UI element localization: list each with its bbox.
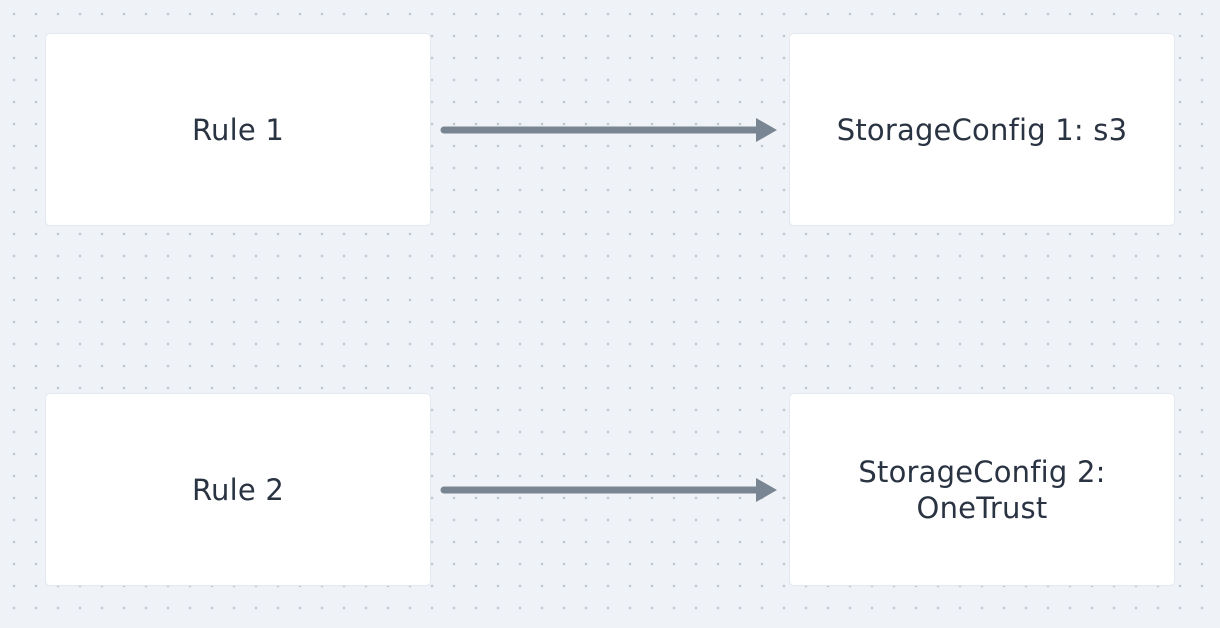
storage-config-2-node[interactable]: StorageConfig 2: OneTrust — [790, 394, 1174, 585]
rule-2-node[interactable]: Rule 2 — [46, 394, 430, 585]
rule-1-label: Rule 1 — [192, 112, 284, 147]
rule-2-label: Rule 2 — [192, 472, 284, 507]
edge-rule-2-to-storage-config-2 — [440, 475, 780, 505]
rule-1-node[interactable]: Rule 1 — [46, 34, 430, 225]
storage-config-1-node[interactable]: StorageConfig 1: s3 — [790, 34, 1174, 225]
storage-config-1-label: StorageConfig 1: s3 — [836, 112, 1128, 147]
storage-config-2-label: StorageConfig 2: OneTrust — [858, 454, 1106, 525]
edge-rule-1-to-storage-config-1 — [440, 115, 780, 145]
